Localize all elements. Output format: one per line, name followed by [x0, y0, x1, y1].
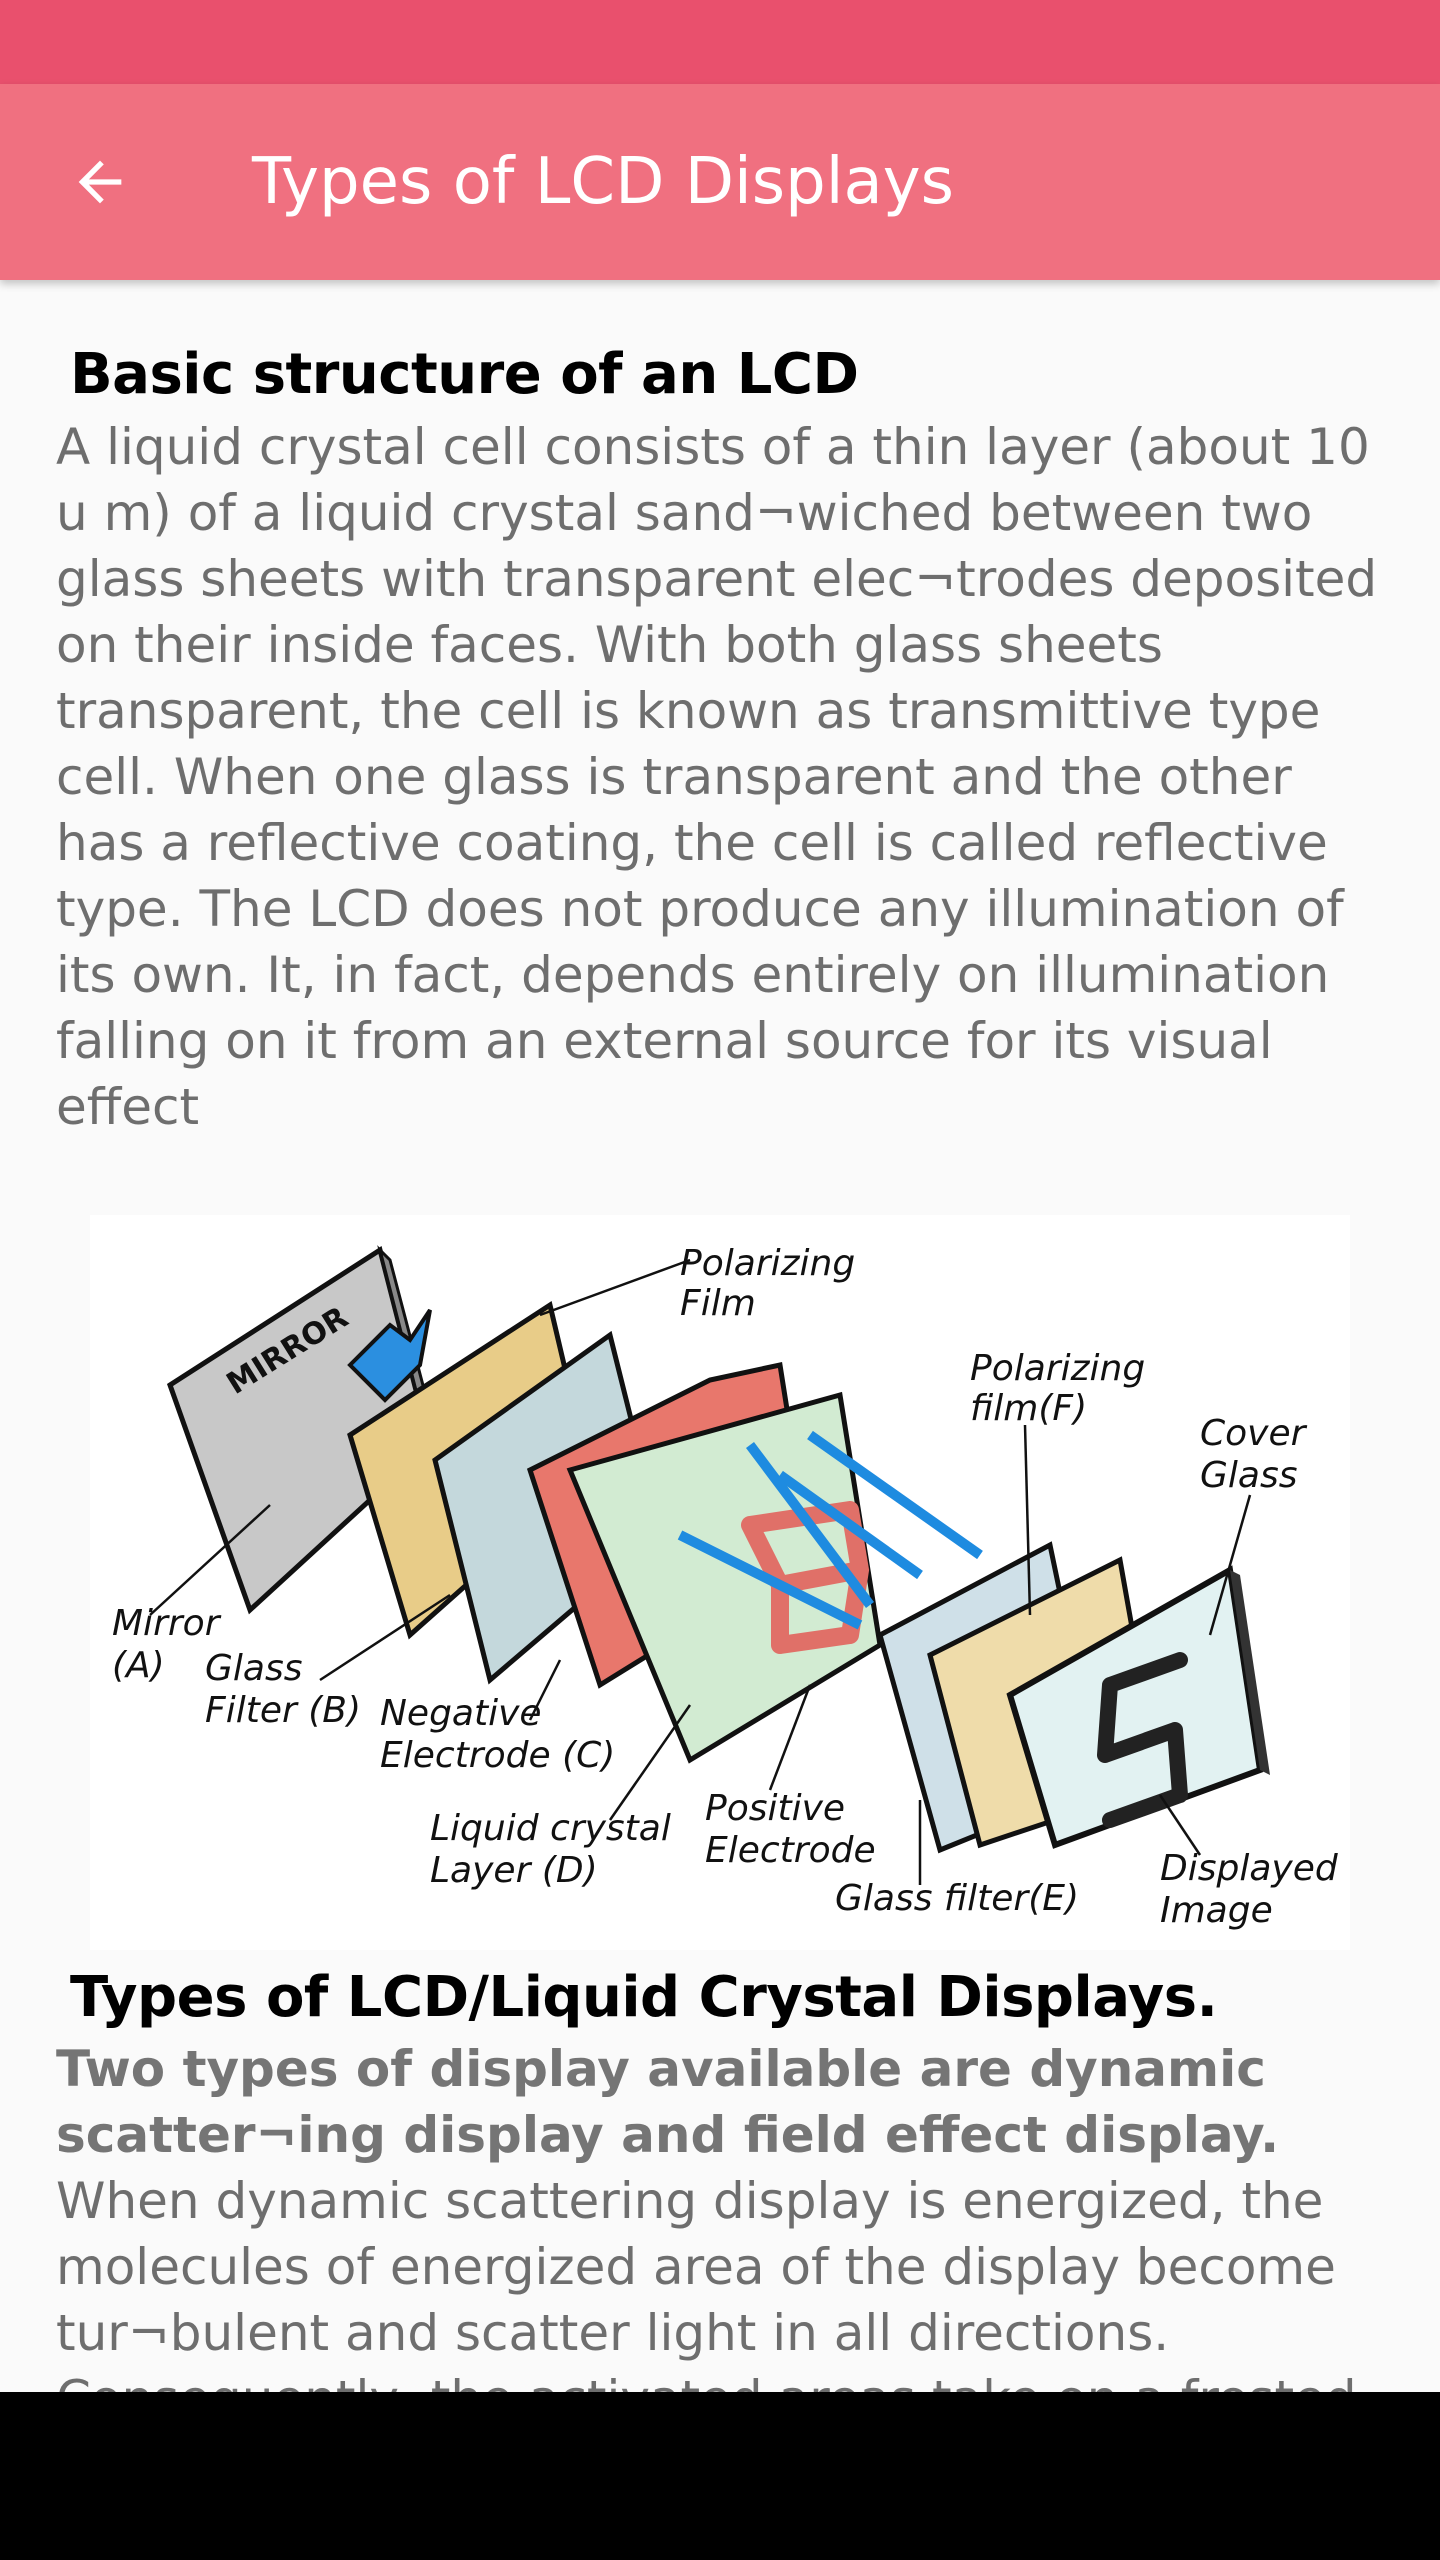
label-positive-electrode: Positive: [705, 1788, 845, 1829]
section-body-basic-structure: A liquid crystal cell consists of a thin…: [56, 418, 1378, 1136]
label-glass-filter-b-2: Filter (B): [205, 1690, 361, 1731]
label-mirror: Mirror: [112, 1603, 222, 1644]
label-mirror-2: (A): [112, 1645, 165, 1686]
label-polarizing-film: Polarizing: [680, 1243, 855, 1284]
label-polarizing-film-f: Polarizing: [970, 1348, 1145, 1389]
label-negative-electrode: Negative: [380, 1693, 542, 1734]
lcd-diagram-svg: MIRROR: [112, 1243, 1339, 1931]
section-lead-types: Two types of display available are dynam…: [56, 2040, 1280, 2164]
label-liquid-crystal-2: Layer (D): [430, 1850, 598, 1891]
app-title: Types of LCD Displays: [252, 145, 954, 219]
label-polarizing-film-f-2: film(F): [970, 1388, 1087, 1429]
label-positive-electrode-2: Electrode: [705, 1830, 876, 1871]
section-title-types: Types of LCD/Liquid Crystal Displays.: [70, 1965, 1218, 2030]
article-content[interactable]: Basic structure of an LCD A liquid cryst…: [0, 280, 1440, 2392]
navigation-bar: [0, 2392, 1440, 2560]
light-ray-arrows: [677, 1430, 983, 1630]
status-bar: [0, 0, 1440, 84]
arrow-left-icon: [78, 160, 122, 204]
label-liquid-crystal: Liquid crystal: [430, 1808, 671, 1849]
displayed-digit: [1097, 1652, 1188, 1828]
label-glass-filter-b: Glass: [205, 1648, 302, 1689]
label-polarizing-film-2: Film: [680, 1283, 756, 1324]
label-glass-filter-e: Glass filter(E): [835, 1878, 1079, 1919]
label-cover-glass: Cover: [1200, 1413, 1308, 1454]
section-title-basic-structure: Basic structure of an LCD: [70, 342, 859, 407]
label-displayed-image: Displayed: [1160, 1848, 1339, 1889]
label-negative-electrode-2: Electrode (C): [380, 1735, 615, 1776]
label-cover-glass-2: Glass: [1200, 1455, 1297, 1496]
label-displayed-image-2: Image: [1160, 1890, 1273, 1931]
lcd-structure-diagram: MIRROR: [90, 1215, 1350, 1950]
app-bar: Types of LCD Displays: [0, 84, 1440, 280]
back-button[interactable]: [48, 130, 152, 234]
section-body-types: When dynamic scattering display is energ…: [56, 2172, 1357, 2392]
